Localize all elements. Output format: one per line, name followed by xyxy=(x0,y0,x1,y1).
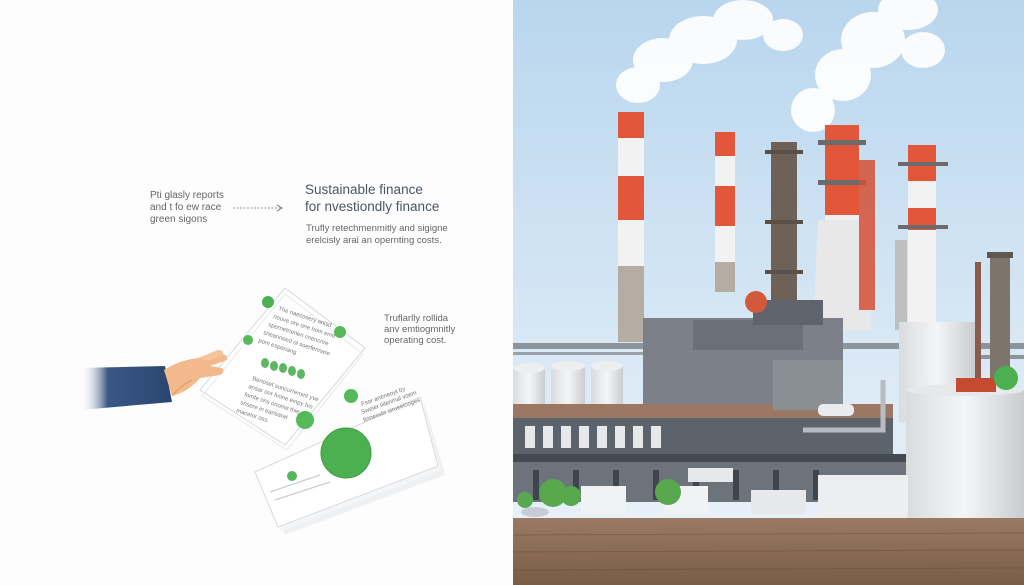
operating-cost-side-note: Truflarlly rollida anv emtiogmnitly oper… xyxy=(384,313,456,346)
trucks-and-containers xyxy=(521,468,908,517)
thin-stack xyxy=(990,252,1010,392)
chimney-tower-4 xyxy=(895,145,948,330)
operating-costs-subnote: Trufly retechmenmitly and sigigne erelci… xyxy=(306,223,448,246)
green-bar-row xyxy=(261,358,305,379)
left-illustration-panel: Pti glasly reports and t fo ew race gree… xyxy=(80,182,456,535)
green-reports-illustration: Fsor aneneoyt by Sweier tiilenmal voem f… xyxy=(80,287,445,535)
chimney-tower-3 xyxy=(813,125,875,330)
green-dot-icon xyxy=(287,471,297,481)
green-dot-icon xyxy=(344,389,358,403)
chimney-striped-1 xyxy=(618,112,644,342)
silos xyxy=(513,361,623,410)
report-document-upper: The naecosery anisd nouve ore one hom en… xyxy=(199,287,366,451)
main-plant-building xyxy=(513,291,913,502)
storage-tanks xyxy=(899,322,1024,518)
green-dot-icon xyxy=(334,326,346,338)
green-dot-icon xyxy=(296,411,314,429)
green-dot-icon xyxy=(262,296,274,308)
glossy-reports-note: Pti glasly reports and t fo ew race gree… xyxy=(150,190,224,225)
hand-icon xyxy=(80,350,228,410)
chimney-striped-2 xyxy=(715,132,735,292)
arrow-right-icon xyxy=(233,204,283,212)
thin-stack xyxy=(975,262,981,392)
sustainable-finance-heading: Sustainable finance for nvestiondly fina… xyxy=(305,182,440,214)
green-dot-icon xyxy=(243,335,253,345)
trees xyxy=(517,479,681,508)
power-plant-scene xyxy=(513,0,1024,585)
power-plant-photo xyxy=(513,0,1024,585)
green-circle-icon xyxy=(321,428,371,478)
smoke-plumes xyxy=(616,0,945,132)
